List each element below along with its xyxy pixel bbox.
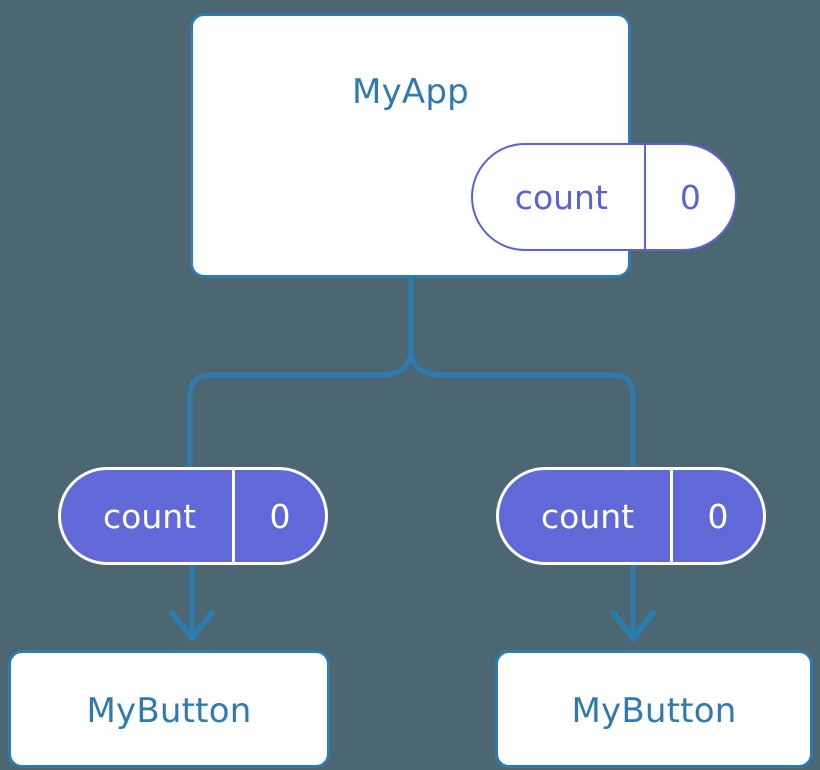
prop-pill-key: count	[61, 470, 236, 562]
component-node-mybutton-right[interactable]: MyButton	[495, 650, 813, 768]
state-pill-count[interactable]: count 0	[471, 143, 737, 251]
component-title-mybutton: MyButton	[86, 691, 252, 731]
component-title-myapp: MyApp	[352, 72, 469, 112]
component-title-mybutton: MyButton	[571, 691, 737, 731]
prop-pill-value: 0	[707, 496, 729, 536]
prop-pill-key: count	[499, 470, 674, 562]
prop-pill-value: 0	[269, 496, 291, 536]
prop-pill-count-left[interactable]: count 0	[58, 467, 328, 565]
connector-fork-left-branch	[187, 348, 414, 467]
arrow-head-right-icon	[610, 610, 656, 641]
state-pill-key: count	[473, 145, 646, 249]
connector-fork-right-branch	[408, 348, 636, 467]
component-node-mybutton-left[interactable]: MyButton	[8, 650, 330, 768]
prop-pill-count-right[interactable]: count 0	[496, 467, 766, 565]
state-pill-value: 0	[679, 177, 701, 217]
component-node-myapp[interactable]: MyApp count 0	[190, 13, 737, 278]
arrow-head-left-icon	[169, 610, 215, 641]
